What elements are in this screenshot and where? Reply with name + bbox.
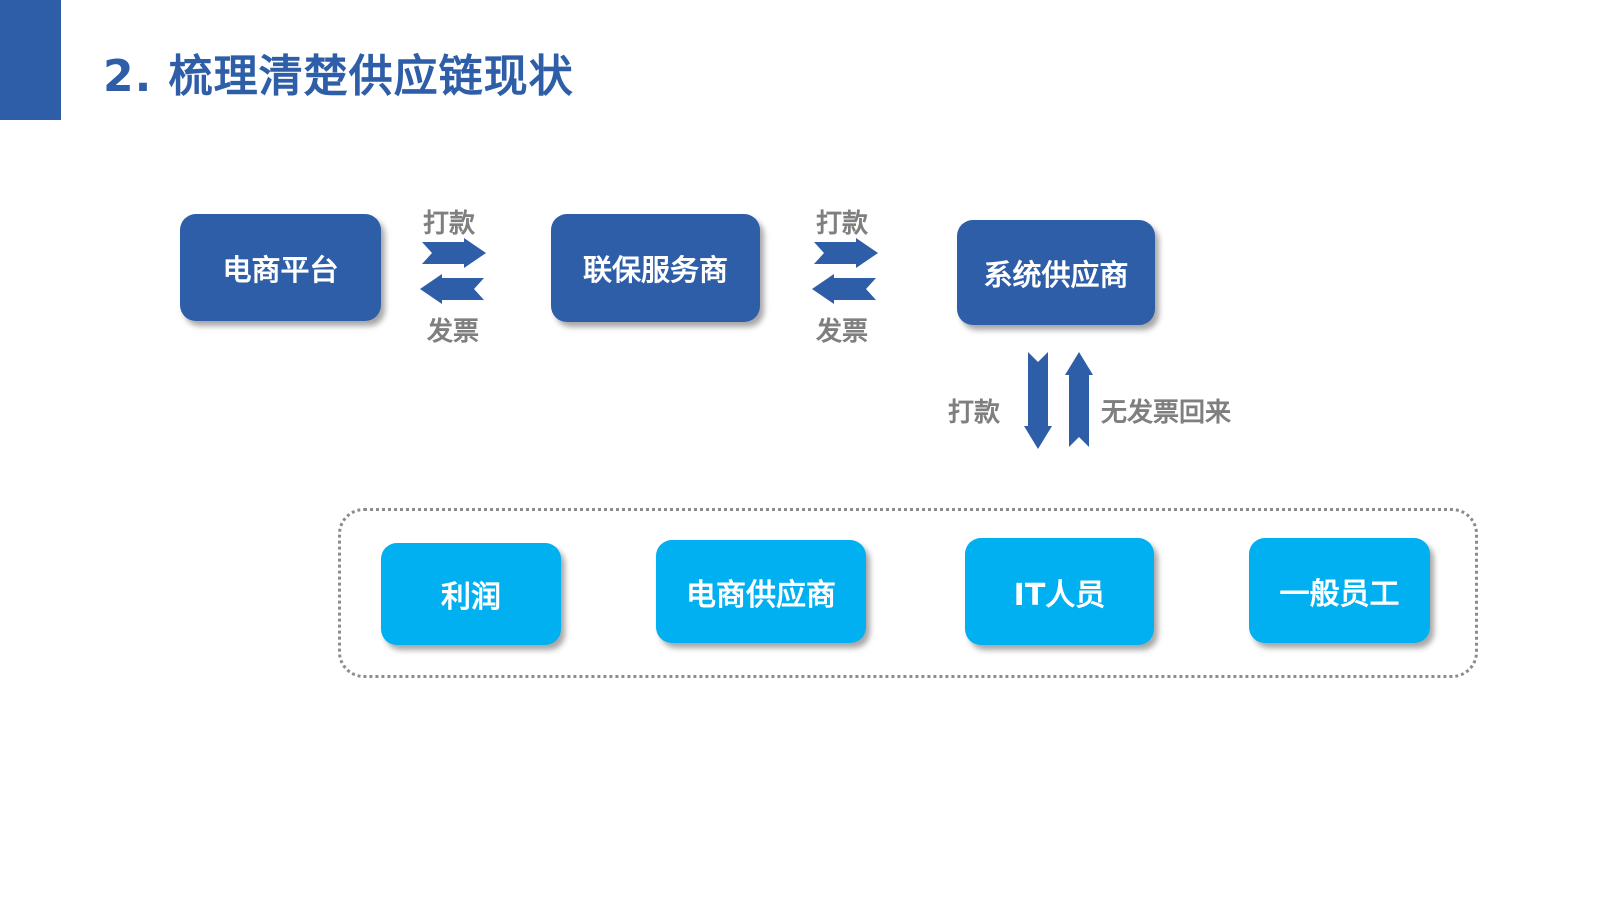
node-ecommerce-platform: 电商平台	[180, 214, 381, 321]
group-label: 利润	[441, 580, 501, 615]
group-profit: 利润	[381, 543, 561, 645]
invoice-label: 发票	[427, 317, 480, 347]
up-arrow-icon	[1065, 352, 1093, 447]
group-ecommerce-supplier: 电商供应商	[656, 540, 866, 643]
left-arrow-icon	[812, 274, 876, 304]
group-label: 一般员工	[1279, 576, 1400, 612]
payment-label: 打款	[948, 398, 1001, 428]
exchange-arrows-icon	[812, 238, 878, 304]
payment-label: 打款	[423, 209, 476, 239]
group-general-staff: 一般员工	[1249, 538, 1430, 643]
vertical-arrows-icon	[1024, 352, 1093, 449]
left-arrow-icon	[420, 274, 484, 304]
stakeholder-group-frame	[338, 508, 1478, 678]
node-warranty-provider: 联保服务商	[551, 214, 760, 322]
group-label: IT人员	[1013, 577, 1106, 613]
exchange-arrows-icon	[420, 238, 486, 304]
group-label: 电商供应商	[686, 577, 836, 613]
right-arrow-icon	[422, 238, 486, 268]
right-arrow-icon	[814, 238, 878, 268]
group-it-staff: IT人员	[965, 538, 1154, 645]
payment-label: 打款	[816, 209, 869, 239]
node-label: 系统供应商	[983, 257, 1129, 292]
no-invoice-label: 无发票回来	[1101, 398, 1232, 428]
down-arrow-icon	[1024, 352, 1052, 449]
page-title: 2. 梳理清楚供应链现状	[103, 51, 574, 102]
title-accent-bar	[0, 0, 61, 120]
node-label: 联保服务商	[582, 253, 728, 287]
node-system-supplier: 系统供应商	[957, 220, 1155, 325]
node-label: 电商平台	[222, 252, 339, 287]
invoice-label: 发票	[816, 317, 869, 347]
